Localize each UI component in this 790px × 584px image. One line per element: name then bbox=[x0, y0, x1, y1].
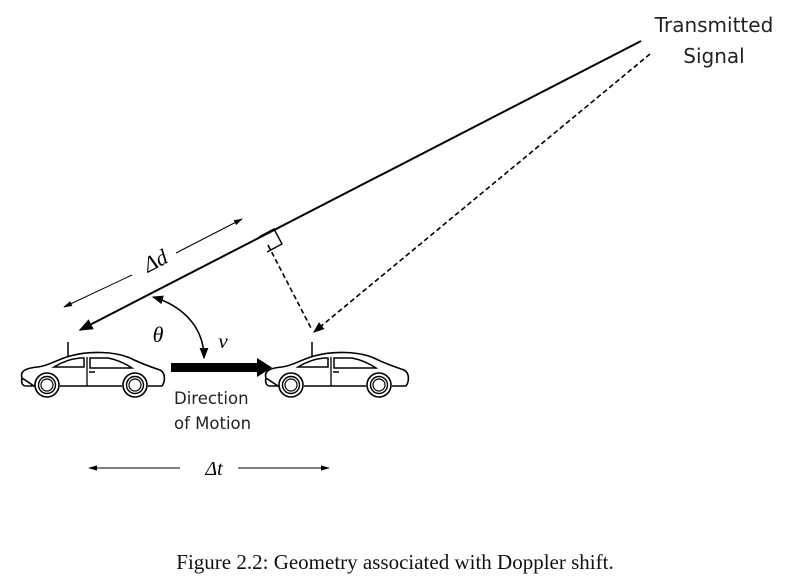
velocity-label: v bbox=[218, 329, 228, 353]
car-initial-position-icon bbox=[20, 341, 166, 398]
direct-signal-line bbox=[78, 40, 642, 331]
direction-label-line1: Direction bbox=[174, 389, 249, 408]
car-final-position-icon bbox=[264, 341, 410, 398]
delta-t-label: Δt bbox=[204, 458, 223, 480]
delta-d-label: Δd bbox=[138, 244, 172, 278]
perpendicular-projection-line bbox=[267, 244, 313, 331]
right-angle-marker bbox=[258, 228, 283, 253]
transmitted-signal-label-line1: Transmitted bbox=[654, 13, 774, 37]
delayed-signal-dashed-line bbox=[313, 53, 651, 333]
figure-caption: Figure 2.2: Geometry associated with Dop… bbox=[176, 550, 614, 574]
delta-d-arrow-right bbox=[175, 218, 243, 254]
direction-of-motion-arrow bbox=[171, 358, 272, 377]
direction-label-line2: of Motion bbox=[174, 414, 251, 433]
theta-label: θ bbox=[153, 322, 164, 347]
theta-angle-arc bbox=[151, 295, 209, 360]
transmitted-signal-label-line2: Signal bbox=[683, 44, 744, 68]
delta-d-arrow-left bbox=[63, 274, 133, 308]
